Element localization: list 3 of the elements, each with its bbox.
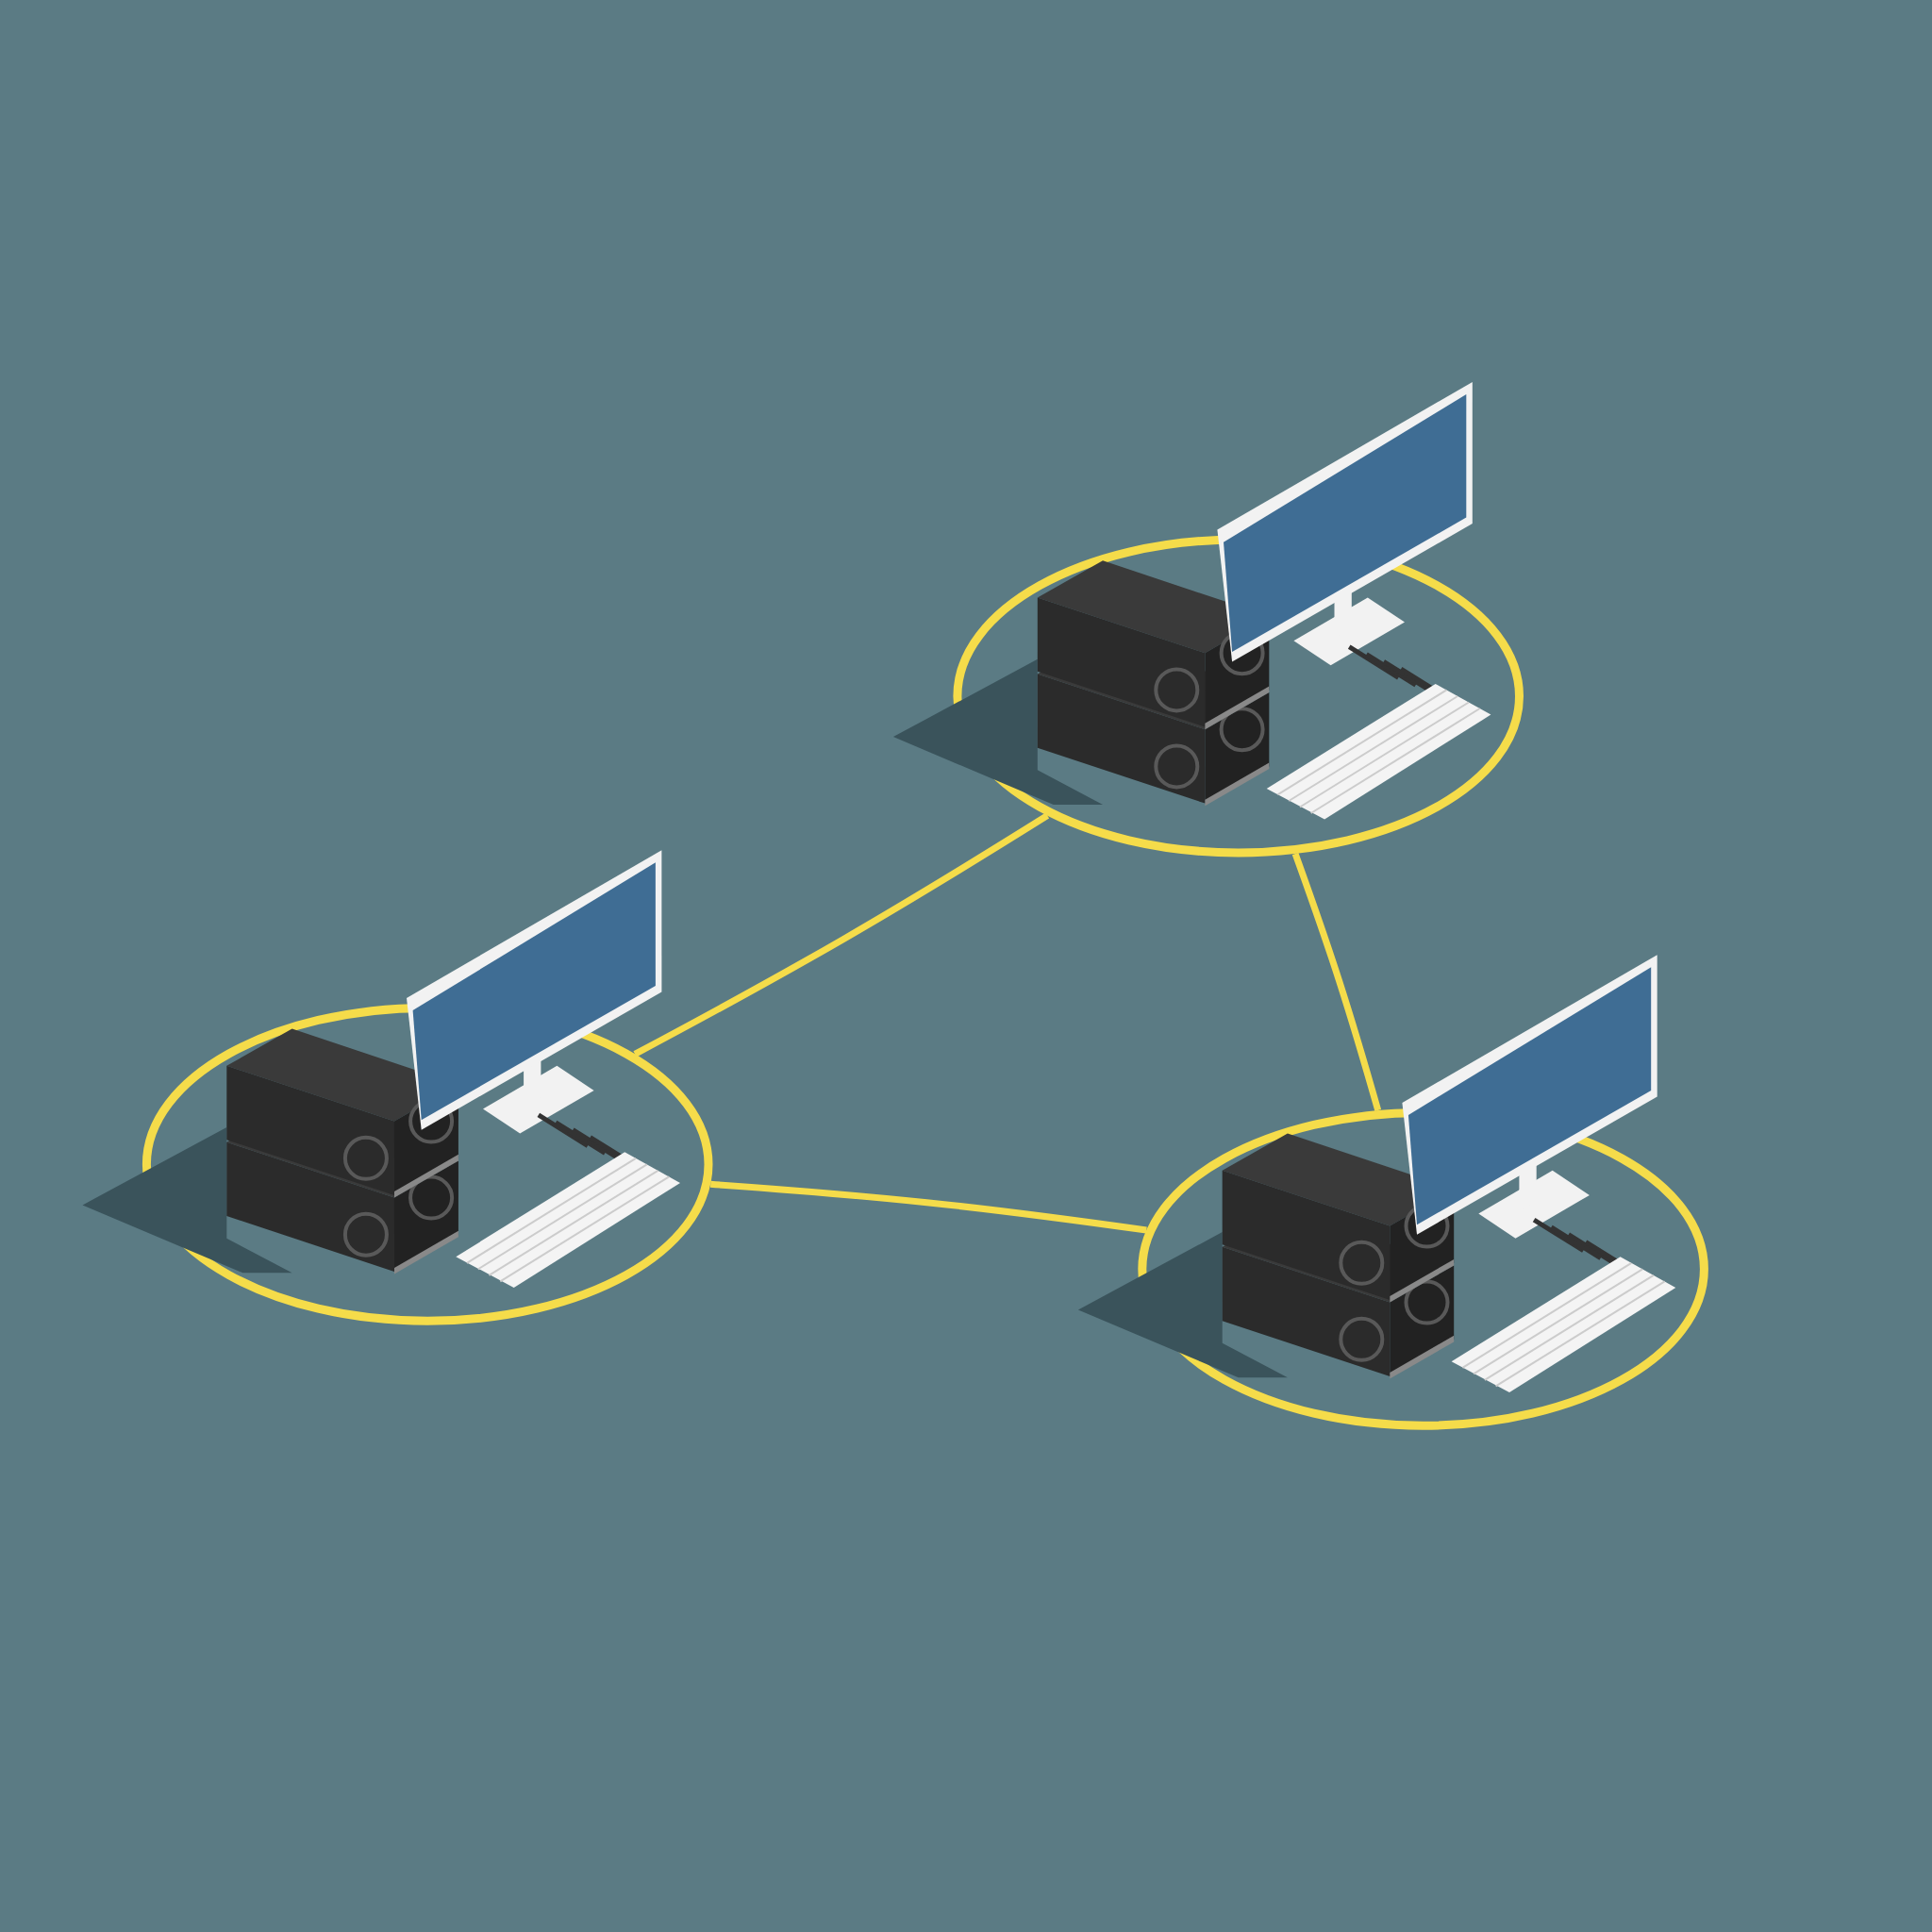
connection-line [709, 1180, 1147, 1234]
connection-line [633, 812, 1050, 1058]
connection-line [1291, 852, 1382, 1112]
